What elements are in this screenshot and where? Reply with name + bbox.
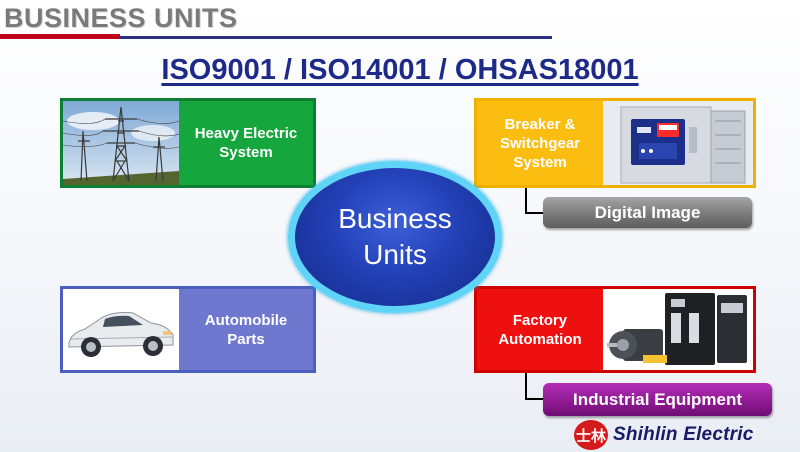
logo-text: Shihlin Electric: [613, 424, 754, 445]
unit-factory-automation: Factory Automation: [474, 286, 756, 373]
unit-automobile-parts: Automobile Parts: [60, 286, 316, 373]
unit-factory-label: Factory Automation: [498, 311, 582, 348]
connector-industrial-vertical: [525, 373, 527, 400]
unit-breaker-switchgear: Breaker & Switchgear System: [474, 98, 756, 188]
connector-industrial-horizontal: [525, 398, 543, 400]
standards-title: ISO9001 / ISO14001 / OHSAS18001: [161, 54, 639, 86]
connector-digital-horizontal: [525, 212, 543, 214]
business-units-center: Business Units: [288, 161, 502, 313]
unit-heavy-label: Heavy Electric System: [194, 125, 298, 161]
car-image: [63, 289, 179, 370]
unit-breaker-label: Breaker & Switchgear System: [499, 115, 581, 171]
digital-image-pill: Digital Image: [543, 197, 752, 228]
page-title: BUSINESS UNITS: [4, 3, 238, 33]
logo-mark-icon: 士林: [574, 420, 608, 450]
shihlin-logo: 士林 Shihlin Electric: [574, 420, 753, 450]
servo-drive-image: [603, 289, 753, 370]
unit-heavy-electric: Heavy Electric System: [60, 98, 316, 188]
header-rule-blue: [120, 36, 552, 39]
unit-automobile-label: Automobile Parts: [204, 311, 288, 348]
switchgear-image: [603, 101, 753, 185]
header-rule-red: [0, 34, 120, 39]
connector-digital-vertical: [525, 188, 527, 214]
power-tower-image: [63, 101, 179, 185]
industrial-equipment-pill: Industrial Equipment: [543, 383, 772, 416]
